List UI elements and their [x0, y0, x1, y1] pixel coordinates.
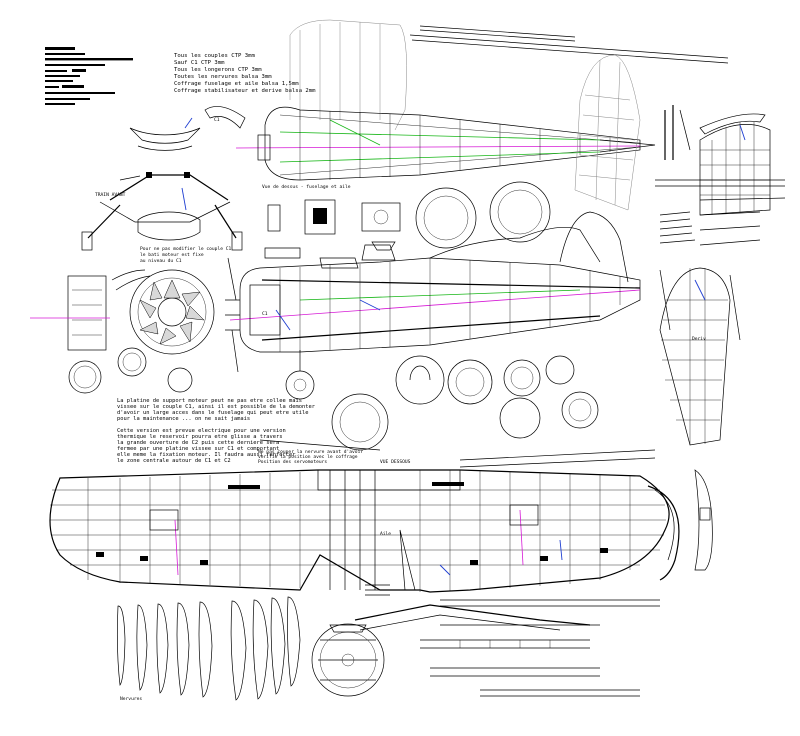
svg-text:Vue de dessus - fuselage et ai: Vue de dessus - fuselage et aile	[262, 184, 351, 190]
spar-strips	[259, 439, 656, 468]
rib-strips-right	[655, 105, 786, 246]
svg-text:d'avoir un large acces dans le: d'avoir un large acces dans le fuselage …	[117, 410, 308, 416]
stabilizer-view	[699, 113, 771, 216]
svg-text:C1: C1	[214, 117, 220, 123]
svg-text:verifie la position avec le co: verifie la position avec le coffrage	[258, 454, 358, 460]
engine-front-view	[30, 269, 215, 355]
fin-top-view	[289, 19, 407, 131]
stringers-top	[409, 25, 729, 64]
rudder-view	[574, 54, 641, 211]
svg-text:le zone centrale autour de C1: le zone centrale autour de C1 et C2	[117, 458, 231, 464]
svg-text:fermee par une platine vissee: fermee par une platine vissee sur C1 et …	[117, 446, 279, 452]
header-line: Coffrage fuselage et aile balsa 1,5mm	[174, 81, 299, 87]
fuselage-side-view: C1	[225, 211, 641, 400]
svg-text:TRAIN AVANT: TRAIN AVANT	[95, 192, 126, 198]
motor-mount-note: Pour ne pas modifier le couple C1 le bat…	[140, 246, 232, 264]
svg-text:la grande ouverture de C2 puis: la grande ouverture de C2 puis cette der…	[117, 440, 279, 446]
header-line: Sauf C1 CTP 3mm	[174, 60, 225, 66]
svg-text:Aile: Aile	[380, 531, 391, 537]
header-notes: Tous les couples CTP 3mm Sauf C1 CTP 3mm…	[174, 53, 316, 94]
main-notes: La platine de support moteur peut ne pas…	[117, 398, 316, 464]
header-line: Tous les couples CTP 3mm	[174, 53, 255, 59]
header-line: Toutes les nervures balsa 3mm	[174, 74, 272, 80]
svg-text:Position des servomoteurs: Position des servomoteurs	[258, 459, 327, 465]
svg-text:La platine de support moteur p: La platine de support moteur peut ne pas…	[117, 398, 302, 404]
svg-text:au niveau du C1: au niveau du C1	[140, 258, 182, 264]
wingtip-parts	[647, 469, 713, 581]
bulkhead-rings-left	[68, 347, 193, 394]
tail-label: Deriv	[692, 336, 706, 342]
wing-plan: VUE DESSOUS Aile	[49, 459, 670, 593]
header-line: Tous les longerons CTP 3mm	[174, 67, 262, 73]
title-block	[45, 47, 133, 105]
wing-view-title: VUE DESSOUS	[380, 459, 411, 465]
wing-note: Ne pas couper la nervure avant d'avoir v…	[258, 449, 363, 465]
svg-text:Pour ne pas modifier le couple: Pour ne pas modifier le couple C1	[140, 246, 232, 252]
wing-ribs: Nervures	[116, 596, 301, 702]
svg-text:vissee sur le couple C1, ainsi: vissee sur le couple C1, ainsi il est po…	[117, 404, 316, 410]
spinner-bottom	[311, 584, 591, 697]
svg-text:le bati moteur est fixe: le bati moteur est fixe	[140, 252, 204, 258]
svg-text:Cette version est prevue elect: Cette version est prevue electrique pour…	[117, 428, 286, 434]
svg-text:pour la maintenance ... on ne: pour la maintenance ... on ne sait jamai…	[117, 416, 250, 422]
svg-text:thermique le reservoir pourra: thermique le reservoir pourra etre gliss…	[117, 434, 283, 440]
formers-middle	[264, 181, 551, 259]
landing-gear-parts: C1 TRAIN AVANT	[81, 106, 246, 251]
strips-bottom-right	[420, 599, 660, 697]
svg-text:Nervures: Nervures	[120, 696, 142, 702]
svg-text:Ne pas couper la nervure avant: Ne pas couper la nervure avant d'avoir	[258, 449, 363, 455]
svg-text:C1: C1	[262, 311, 268, 317]
formers-lower	[331, 355, 599, 451]
svg-text:elle meme la fixation moteur.: elle meme la fixation moteur. Il faudra …	[117, 452, 296, 458]
header-line: Coffrage stabilisateur et derive balsa 2…	[174, 88, 316, 94]
fuselage-top-view: Vue de dessus - fuselage et aile	[235, 106, 656, 190]
tail-fin-side	[659, 267, 741, 446]
